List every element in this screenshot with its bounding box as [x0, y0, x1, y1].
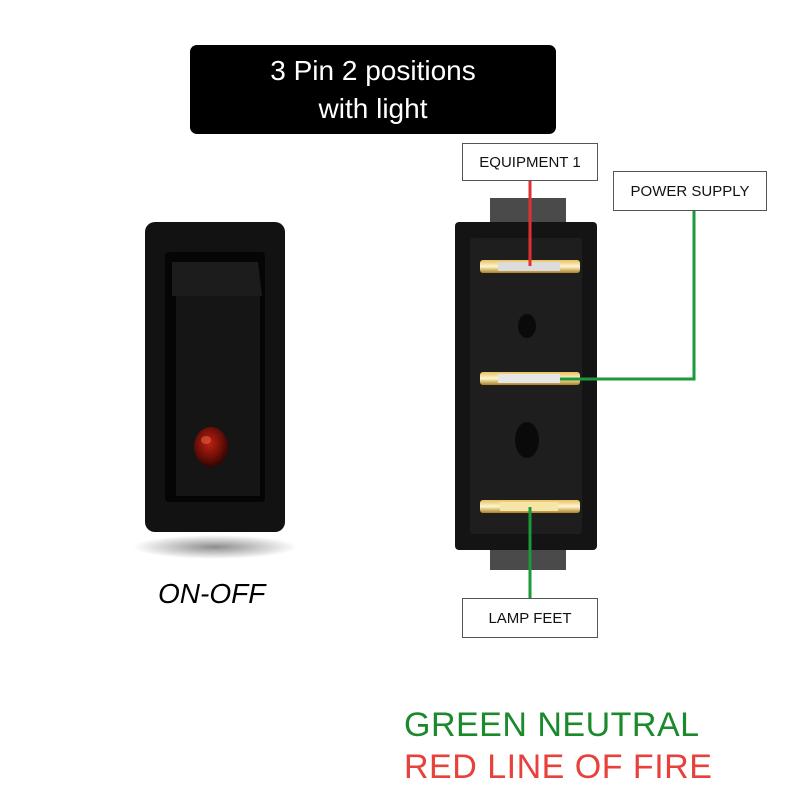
lamp-feet-label: LAMP FEET — [462, 598, 598, 638]
pin-equipment — [480, 260, 580, 273]
back-notch-bottom — [515, 422, 539, 458]
title-banner: 3 Pin 2 positions with light — [190, 45, 556, 134]
equipment-label: EQUIPMENT 1 — [462, 143, 598, 181]
back-notch-top — [518, 314, 536, 338]
back-inner — [470, 238, 582, 534]
switch-back-view — [455, 198, 597, 570]
switch-caption: ON-OFF — [158, 578, 266, 609]
switch-front-view — [133, 222, 297, 559]
led-indicator — [194, 427, 228, 467]
rocker-top — [172, 262, 262, 296]
power-supply-wire — [560, 211, 696, 381]
title-line-1: 3 Pin 2 positions — [270, 54, 476, 86]
legend-green-neutral: GREEN NEUTRAL — [404, 706, 700, 744]
switch-shadow — [133, 535, 297, 559]
pin-lamp — [480, 500, 580, 513]
rocker-body — [176, 296, 260, 496]
legend-red-line: RED LINE OF FIRE — [404, 748, 713, 786]
led-highlight — [201, 436, 211, 444]
pin-power — [480, 372, 580, 385]
power-supply-label: POWER SUPPLY — [613, 171, 767, 211]
title-line-2: with light — [318, 92, 428, 124]
